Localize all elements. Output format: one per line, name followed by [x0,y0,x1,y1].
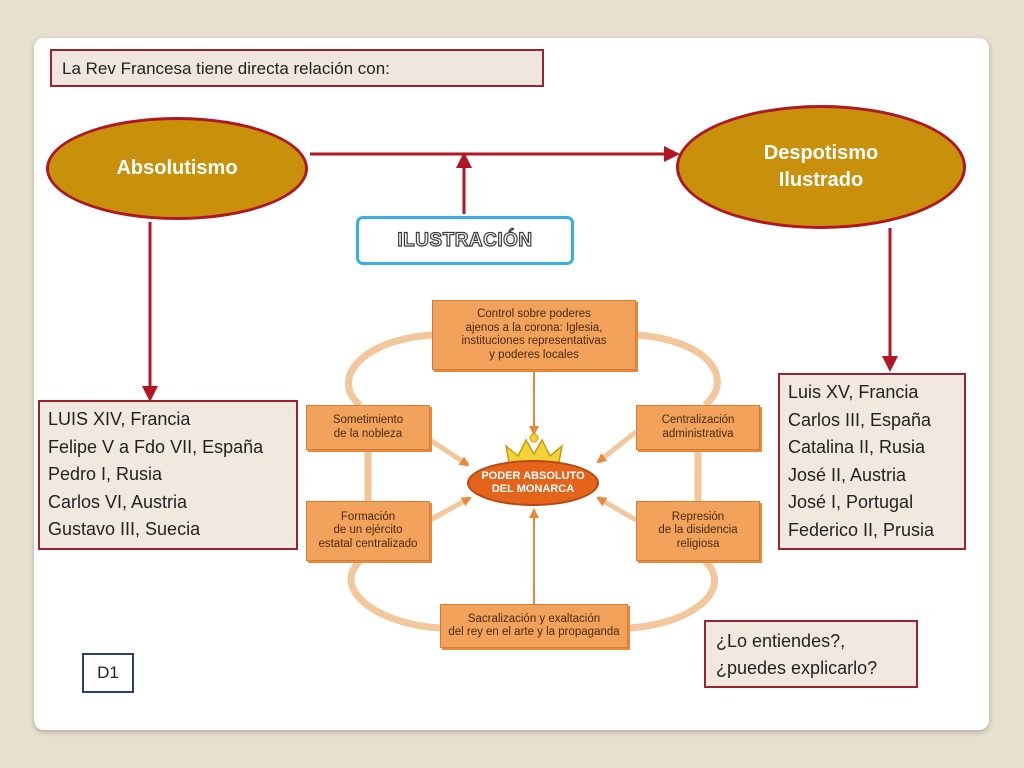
diagram-ring [345,331,721,632]
list-item: Carlos III, España [788,409,932,430]
ilustracion-box: ILUSTRACIÓN [356,216,574,265]
diagram-text: Centralización [661,414,735,426]
diagram-text: Sometimiento [332,414,404,426]
diagram-text: DEL MONARCA [491,483,575,495]
diagram-text: del rey en el arte y la propaganda [448,626,620,638]
diagram-box-ejercito: Formación de un ejército estatal central… [306,501,430,561]
diagram-text: de la nobleza [333,427,403,440]
diagram-text: administrativa [662,427,734,440]
slide-label: D1 [82,653,134,693]
list-item: Catalina II, Rusia [788,437,926,457]
list-item: Felipe V a Fdo VII, España [48,436,264,457]
diagram-text: religiosa [676,537,720,550]
despotismo-list: Luis XV, Francia Carlos III, España Cata… [778,373,966,550]
diagram-text: Represión [671,510,725,523]
despotismo-label-line2: Ilustrado [778,169,864,191]
diagram-text: instituciones representativas [461,335,607,347]
absolutismo-label: Absolutismo [116,157,238,179]
question-line1: ¿Lo entiendes?, [716,631,846,651]
diagram-text: Sacralización y exaltación [467,612,601,625]
diagram-text: PODER ABSOLUTO [481,470,585,482]
diagram-text: de la disidencia [658,524,738,537]
arrow-rb-center [596,495,638,523]
diagram-text: ajenos a la corona: Iglesia, [465,321,603,334]
despotismo-node: Despotismo Ilustrado [676,105,966,229]
absolutismo-node: Absolutismo [46,117,308,220]
despotismo-label-line1: Despotismo [763,142,879,164]
diagram-box-sacralizacion: Sacralización y exaltación del rey en el… [440,604,628,648]
diagram-box-represion: Represión de la disidencia religiosa [636,501,760,561]
list-item: Pedro I, Rusia [48,464,163,484]
diagram-text: Formación [340,510,396,523]
list-item: LUIS XIV, Francia [48,409,191,429]
question-box: ¿Lo entiendes?, ¿puedes explicarlo? [704,620,918,688]
diagram-box-nobleza: Sometimiento de la nobleza [306,405,430,450]
list-item: Carlos VI, Austria [48,491,188,512]
list-item: José II, Austria [788,464,907,485]
absolutismo-list: LUIS XIV, Francia Felipe V a Fdo VII, Es… [38,400,298,550]
diagram-text: Control sobre poderes [477,308,591,320]
diagram-box-control: Control sobre poderes ajenos a la corona… [432,300,636,370]
diagram-text: estatal centralizado [318,537,418,550]
list-item: Luis XV, Francia [788,382,919,402]
arrow-lb-center [428,495,472,523]
question-line2: ¿puedes explicarlo? [716,658,878,678]
diagram-box-centralizacion: Centralización administrativa [636,405,760,450]
arrow-rt-center [596,430,638,464]
slide-title: La Rev Francesa tiene directa relación c… [50,49,544,87]
diagram-text: de un ejército [333,524,403,537]
diagram-text: y poderes locales [489,348,579,361]
list-item: Gustavo III, Suecia [48,519,201,539]
list-item: Federico II, Prusia [788,519,935,540]
list-item: José I, Portugal [788,492,914,512]
diagram-center-poder: PODER ABSOLUTO DEL MONARCA [467,460,599,506]
arrow-lt-center [428,437,470,468]
